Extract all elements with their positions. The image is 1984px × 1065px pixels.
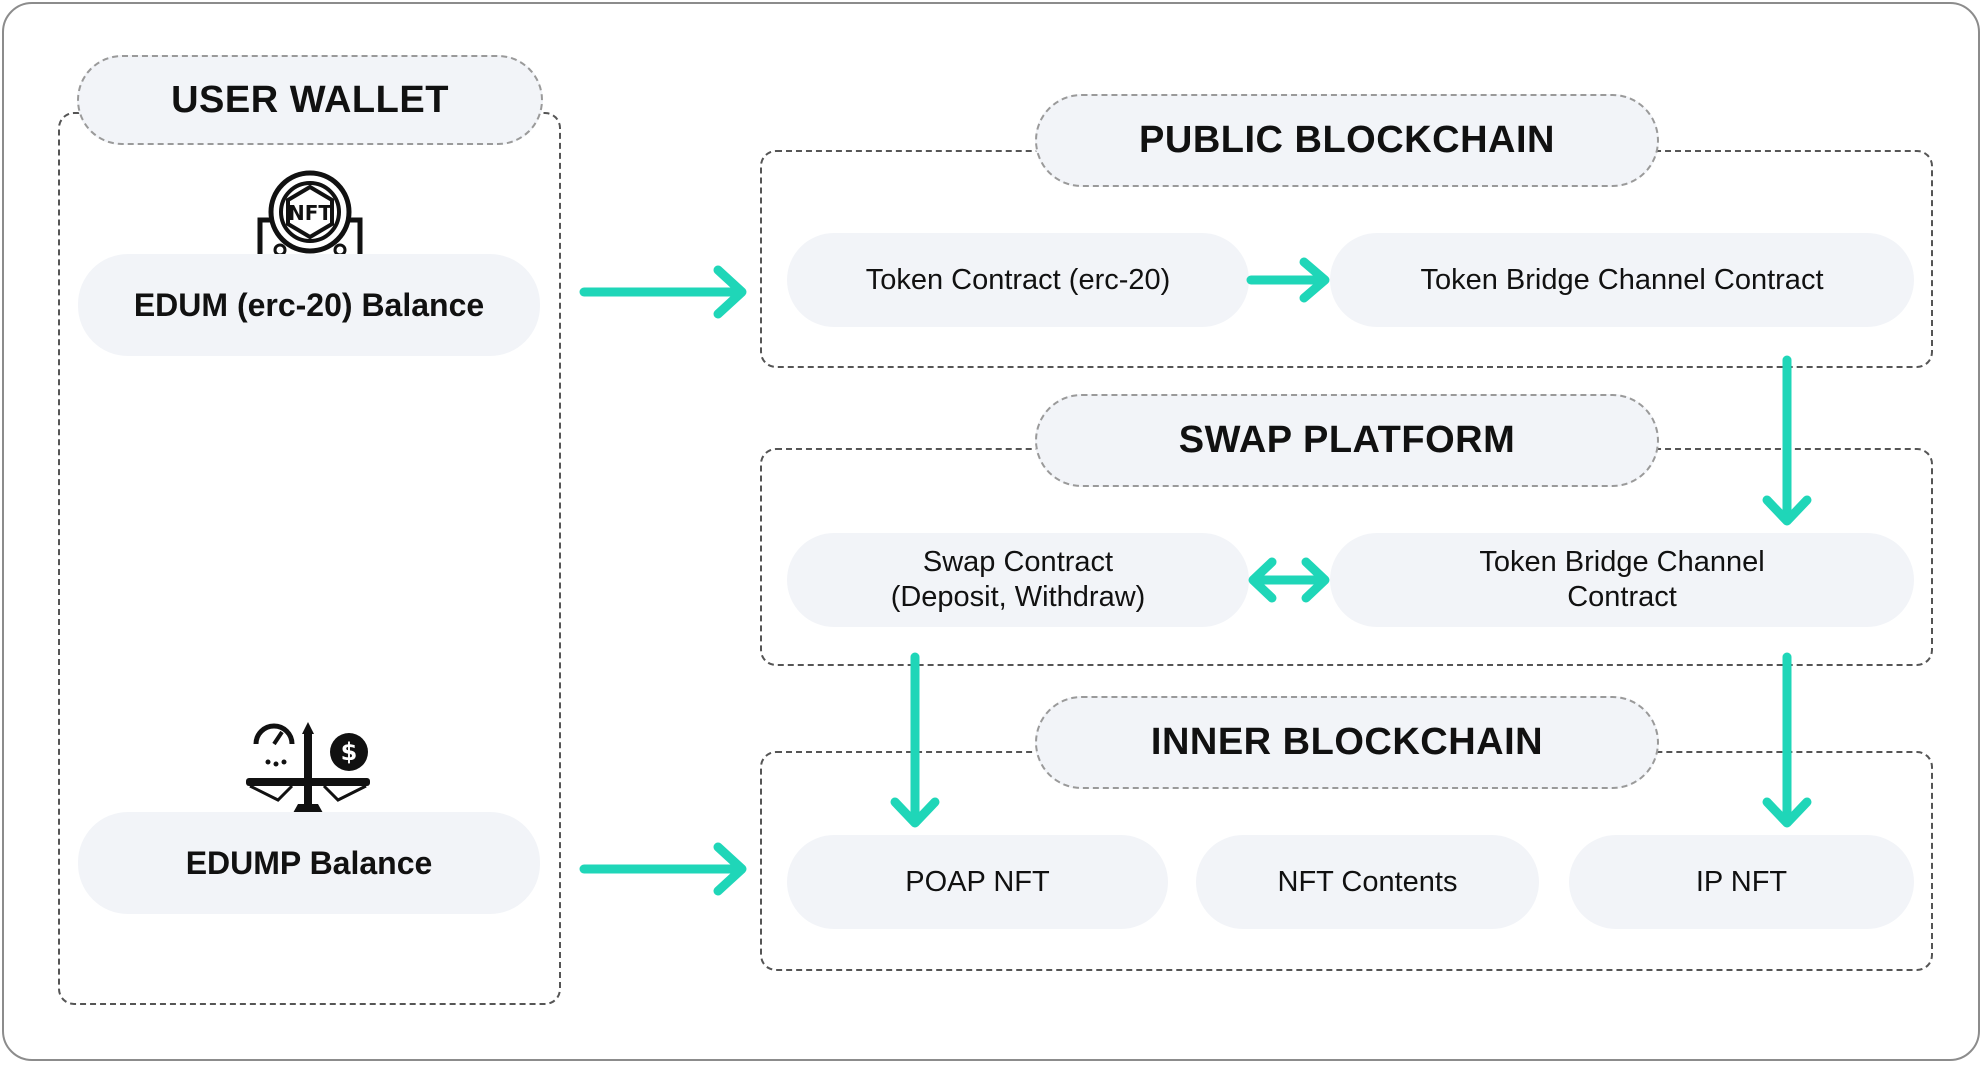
arrow-edum-to-public: [579, 265, 747, 319]
public-blockchain-title: PUBLIC BLOCKCHAIN: [1035, 94, 1659, 187]
dollar-icon-label: $: [341, 738, 358, 766]
arrow-swap-to-poap: [890, 652, 940, 828]
swap-bridge-contract: Token Bridge Channel Contract: [1330, 533, 1914, 627]
edump-balance: EDUMP Balance: [78, 812, 540, 914]
ip-nft: IP NFT: [1569, 835, 1914, 929]
swap-contract-line1: Swap Contract: [922, 546, 1114, 578]
inner-blockchain-title: INNER BLOCKCHAIN: [1035, 696, 1659, 789]
nft-contents: NFT Contents: [1196, 835, 1539, 929]
swap-bridge-contract-line1: Token Bridge Channel: [1479, 546, 1765, 578]
arrow-bridge-to-ip-nft: [1762, 652, 1812, 828]
swap-contract: Swap Contract (Deposit, Withdraw): [787, 533, 1249, 627]
arrow-swap-bidirectional: [1248, 557, 1330, 603]
token-contract: Token Contract (erc-20): [787, 233, 1249, 327]
nft-icon-label: NFT: [288, 201, 332, 225]
swap-platform-title: SWAP PLATFORM: [1035, 394, 1659, 487]
swap-contract-line2: (Deposit, Withdraw): [890, 581, 1146, 613]
poap-nft: POAP NFT: [787, 835, 1168, 929]
arrow-token-to-bridge: [1246, 257, 1330, 303]
edum-balance: EDUM (erc-20) Balance: [78, 254, 540, 356]
user-wallet-title: USER WALLET: [77, 55, 543, 145]
arrow-public-bridge-to-swap-bridge: [1762, 355, 1812, 526]
arrow-edump-to-inner: [579, 842, 747, 896]
swap-bridge-contract-line2: Contract: [1567, 581, 1677, 613]
public-bridge-contract: Token Bridge Channel Contract: [1330, 233, 1914, 327]
